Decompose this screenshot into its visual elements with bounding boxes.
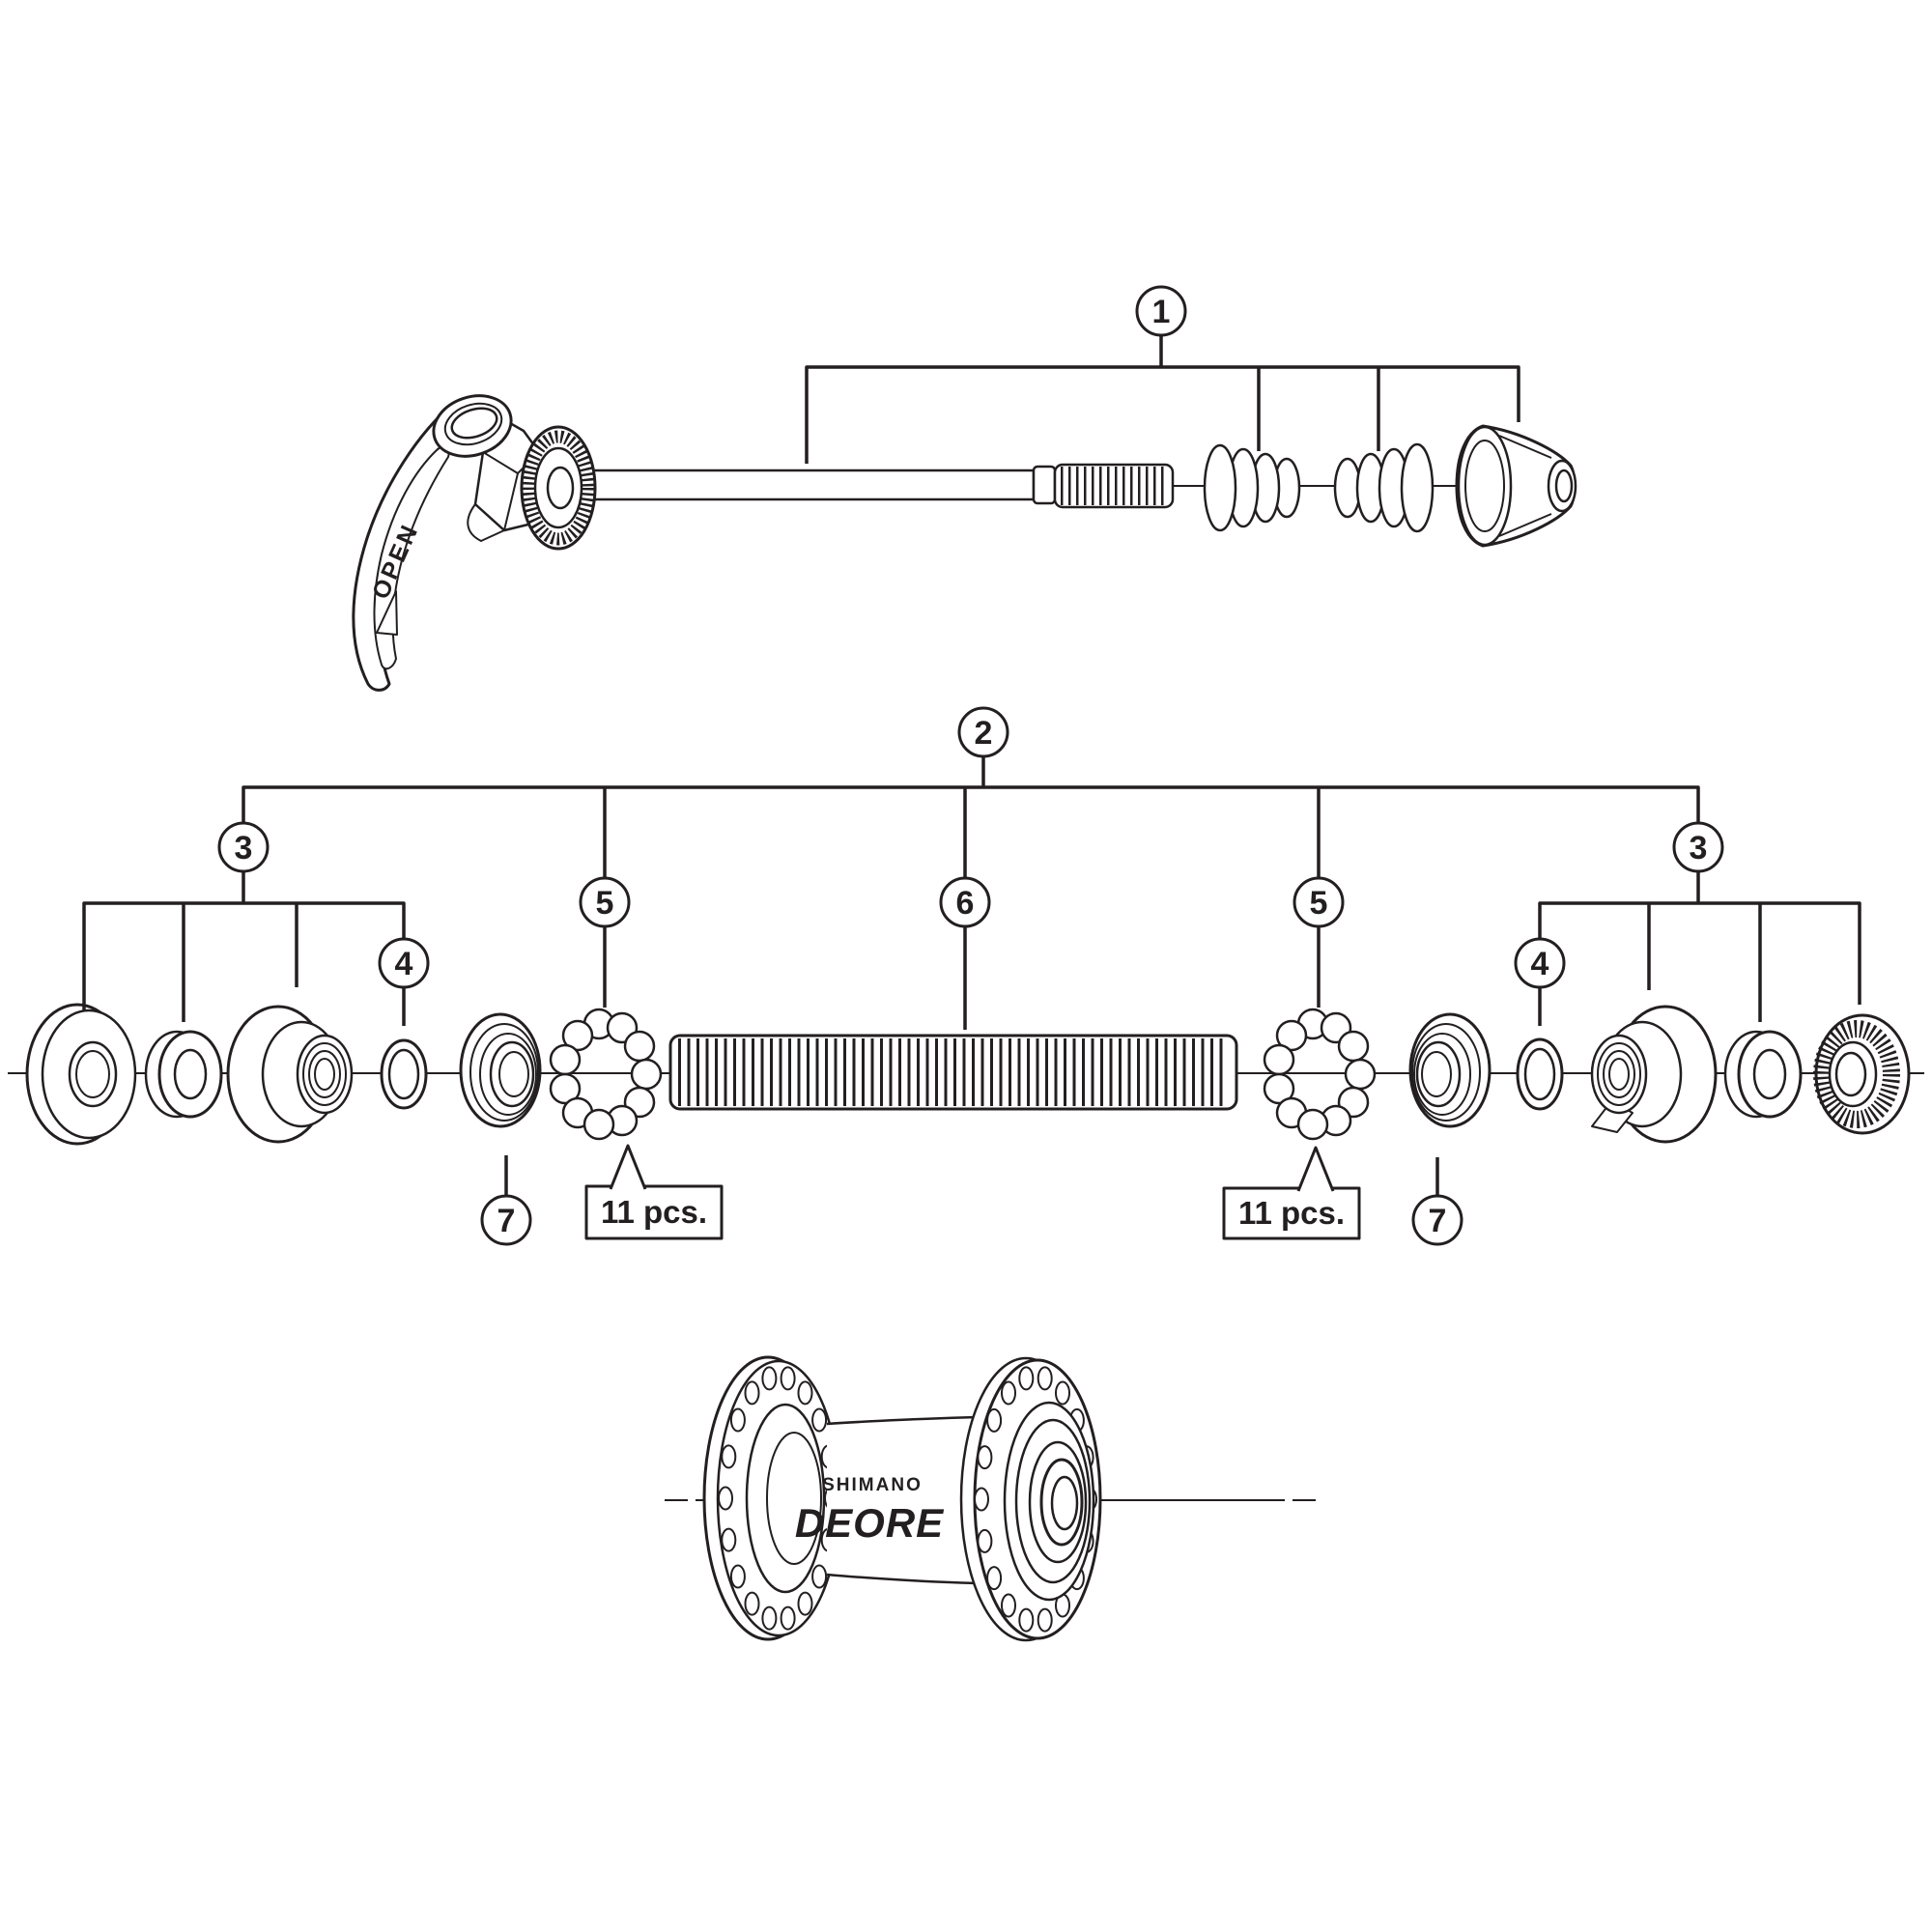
- callout-2-number: 2: [975, 715, 993, 752]
- qr-end-nut: [1455, 424, 1577, 548]
- callout-3-left: 3: [217, 821, 270, 873]
- callout-7-right-number: 7: [1429, 1203, 1447, 1239]
- cone-left: [226, 1005, 354, 1144]
- callout-7-right: 7: [1411, 1194, 1463, 1246]
- qr-serrated-ring: [520, 425, 597, 551]
- qr-skewer-rod: [587, 463, 1175, 509]
- callout-7-left: 7: [480, 1194, 532, 1246]
- qr-spring-outer: [1333, 442, 1435, 533]
- callout-1-bracket: [805, 335, 1520, 464]
- hub-brand-text: SHIMANO: [822, 1475, 923, 1495]
- callout-3-left-number: 3: [235, 830, 253, 867]
- axle-locknut-left: [25, 1003, 137, 1146]
- callout-3-right-number: 3: [1690, 830, 1708, 867]
- spacer-washer-left: [144, 1030, 223, 1119]
- ball-count-left-text: 11 pcs.: [601, 1194, 707, 1230]
- hub-axle-row: [25, 1003, 1911, 1146]
- spacer-washer-right: [1723, 1030, 1803, 1119]
- ball-count-right-text: 11 pcs.: [1238, 1195, 1345, 1231]
- serrated-locknut-right: [1813, 1013, 1911, 1135]
- cone-right: [1590, 1005, 1718, 1144]
- callout-3-right: 3: [1672, 821, 1724, 873]
- callout-2-bracket: [242, 756, 1700, 878]
- callout-1: 1: [1135, 285, 1187, 337]
- ball-count-label-left: 11 pcs.: [584, 1144, 724, 1240]
- hub-logo: SHIMANO DEORE: [795, 1475, 945, 1546]
- hub-bearing-bore: [1003, 1401, 1095, 1602]
- quick-release-skewer: OPEN: [352, 394, 1577, 692]
- callout-4-right-number: 4: [1531, 946, 1549, 982]
- callout-3-right-bracket: [1538, 871, 1861, 1026]
- hub-barrel: SHIMANO DEORE: [795, 1415, 979, 1585]
- callout-2: 2: [957, 706, 1009, 758]
- callout-1-number: 1: [1152, 294, 1171, 330]
- hub-flange-right: [959, 1356, 1102, 1642]
- hub-model-text: DEORE: [795, 1500, 945, 1546]
- hub-shell: SHIMANO DEORE: [665, 1355, 1316, 1642]
- hub-axle: [668, 1034, 1238, 1111]
- ball-count-label-right: 11 pcs.: [1222, 1146, 1361, 1240]
- callout-3-left-bracket: [82, 871, 406, 1026]
- callout-5-right: 5: [1293, 876, 1345, 928]
- callout-4-right: 4: [1514, 937, 1566, 989]
- callout-5-right-number: 5: [1310, 885, 1328, 922]
- callout-5-left-number: 5: [596, 885, 614, 922]
- hub-flange-left: [702, 1355, 841, 1641]
- ball-retainer-right: [1263, 1008, 1377, 1141]
- seal-ring-left: [380, 1038, 428, 1110]
- callout-5-left: 5: [579, 876, 631, 928]
- ball-retainer-left: [549, 1008, 663, 1141]
- callout-4-left: 4: [378, 937, 430, 989]
- callout-7-left-number: 7: [497, 1203, 516, 1239]
- dust-cap-left: [459, 1012, 542, 1128]
- callout-6: 6: [939, 876, 991, 928]
- qr-lever: OPEN: [352, 394, 513, 692]
- seal-ring-right: [1516, 1037, 1564, 1111]
- callout-6-number: 6: [956, 885, 975, 922]
- dust-cap-right: [1408, 1012, 1492, 1128]
- qr-spring-inner: [1203, 443, 1301, 532]
- callout-4-left-number: 4: [395, 946, 413, 982]
